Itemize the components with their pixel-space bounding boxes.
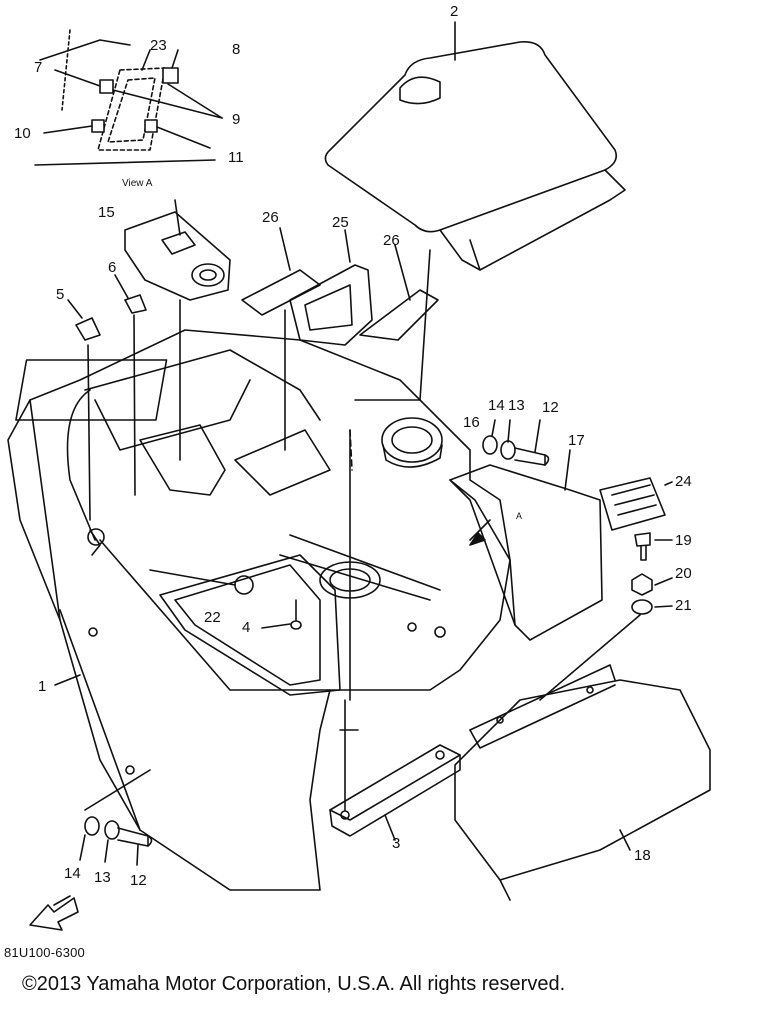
callout-18: 18: [634, 847, 651, 864]
leader-lines: [54, 199, 431, 686]
drawing-code: 81U100-6300: [4, 945, 85, 960]
view-a-label: View A: [122, 178, 153, 189]
copyright-notice: ©2013 Yamaha Motor Corporation, U.S.A. A…: [22, 973, 566, 995]
bolt-nut-parts: [539, 532, 673, 701]
view-a-inset: [34, 29, 223, 166]
seat-lid-part: [324, 21, 626, 271]
callout-8: 8: [232, 41, 241, 58]
callout-24: 24: [675, 473, 692, 490]
label-part: [599, 477, 673, 531]
callout-22: 22: [204, 609, 221, 626]
lower-bracket-part: [329, 699, 461, 841]
callout-14-lower: 14: [64, 865, 81, 882]
callout-3: 3: [392, 835, 401, 852]
callout-10: 10: [14, 125, 31, 142]
callout-12-upper: 12: [542, 399, 559, 416]
callout-25: 25: [332, 214, 349, 231]
callout-16: 16: [463, 414, 480, 431]
clip-parts: [67, 274, 147, 341]
main-body-part: [7, 329, 511, 891]
callout-20: 20: [675, 565, 692, 582]
callout-14-upper: 14: [488, 397, 505, 414]
callout-1: 1: [38, 678, 47, 695]
callout-9: 9: [232, 111, 241, 128]
misc-parts: [149, 569, 302, 630]
direction-marker: A: [516, 511, 523, 521]
callout-26-right: 26: [383, 232, 400, 249]
bracket-parts: [241, 227, 439, 346]
callout-2: 2: [450, 3, 459, 20]
callout-12-lower: 12: [130, 872, 147, 889]
fwd-arrow-icon: [29, 895, 79, 931]
callout-26-left: 26: [262, 209, 279, 226]
callout-21: 21: [675, 597, 692, 614]
callout-19: 19: [675, 532, 692, 549]
cap-part: [124, 211, 231, 301]
callout-7: 7: [34, 59, 43, 76]
callout-13-lower: 13: [94, 869, 111, 886]
callout-17: 17: [568, 432, 585, 449]
grommet-part: [349, 417, 443, 701]
callout-11: 11: [228, 149, 244, 166]
callout-15: 15: [98, 204, 115, 221]
upper-fasteners: [482, 419, 550, 466]
bottom-panel-part: [454, 664, 711, 901]
callout-6: 6: [108, 259, 117, 276]
callout-5: 5: [56, 286, 65, 303]
callout-23: 23: [150, 37, 167, 54]
side-panel-part: [449, 449, 603, 641]
callout-4: 4: [242, 619, 251, 636]
callout-13-upper: 13: [508, 397, 525, 414]
lower-fasteners: [79, 769, 153, 866]
